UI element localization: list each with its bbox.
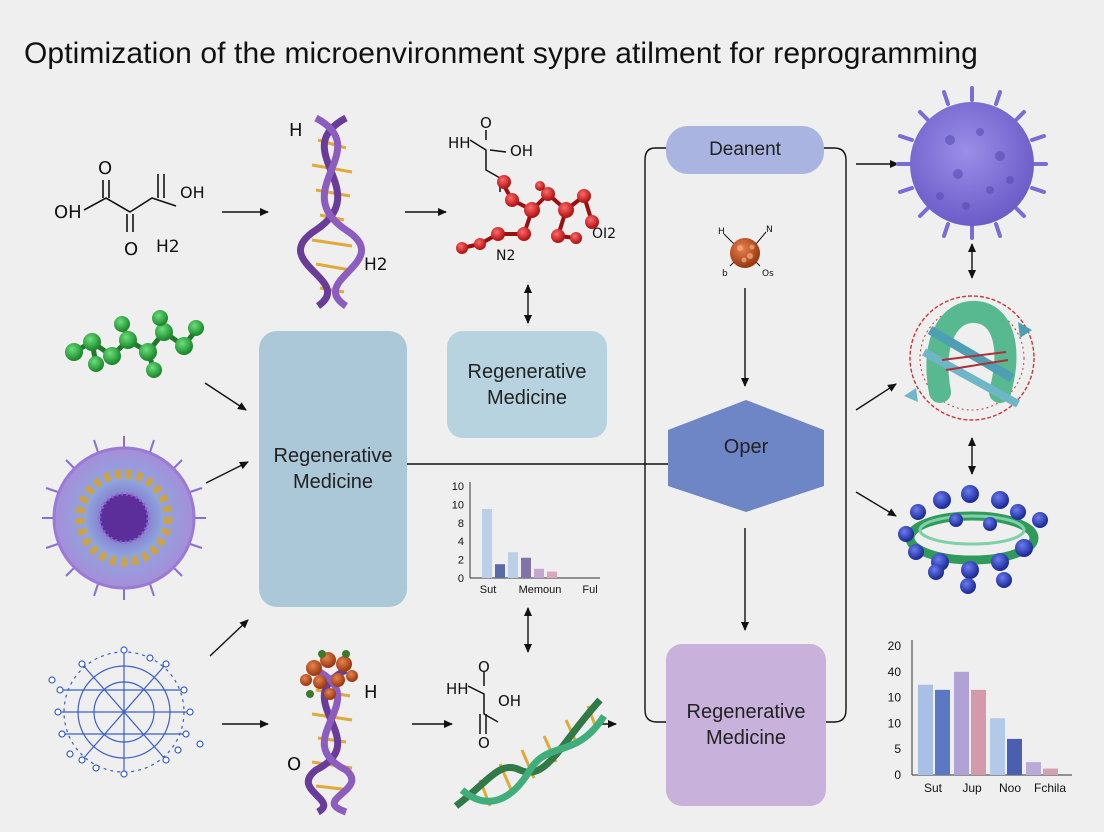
mol2-o: O: [480, 114, 492, 132]
chart2-bar: [954, 671, 969, 775]
flow-arrows: [204, 160, 976, 728]
chart1-category-label: Memoun: [519, 584, 562, 596]
virus-particle: [896, 86, 1048, 240]
chart2-category-label: Sut: [924, 781, 943, 795]
chart1-bar: [495, 564, 505, 578]
dna-helix-top: [297, 114, 365, 309]
chart1-ytick-label: 8: [458, 518, 464, 530]
regenerative-medicine-main-box: Regenerative Medicine: [259, 331, 407, 607]
molecule-structure-3: [467, 672, 499, 734]
chart2-bar: [935, 689, 950, 775]
mol2-hh: HH: [448, 134, 471, 152]
chart2-bar: [1007, 738, 1022, 775]
flow-bracket: [644, 147, 847, 723]
deanent-label: Deanent: [709, 139, 781, 160]
green-dna-helix: [453, 697, 607, 809]
small-n: N: [766, 225, 773, 235]
mol1-oh-left: OH: [54, 202, 82, 223]
regenerative-medicine-bottom-label: Regenerative Medicine: [686, 701, 806, 749]
chart1-ytick-label: 2: [458, 555, 464, 567]
dna2-o: O: [287, 754, 301, 775]
chart2-ytick-label: 0: [894, 768, 901, 782]
chart2-ytick-label: 10: [888, 691, 902, 705]
dna1-h: H: [289, 120, 303, 141]
mol2-oh: OH: [510, 142, 533, 160]
oper-hexagon: [668, 400, 824, 512]
chart2-ytick-label: 40: [888, 665, 902, 679]
mol1-o-bottom: O: [124, 239, 138, 260]
chart1-bar: [508, 552, 518, 578]
regenerative-medicine-top-box: Regenerative Medicine: [447, 331, 607, 438]
green-chain-molecule: [65, 310, 204, 378]
regenerative-medicine-bottom-box: Regenerative Medicine: [666, 644, 826, 806]
chart1-ytick-label: 10: [452, 481, 464, 493]
chart2-category-label: Jup: [962, 781, 982, 795]
molecule-structure-2: [456, 130, 599, 254]
small-nanoparticle: [723, 231, 767, 268]
dna2-h: H: [364, 682, 378, 703]
mol1-oh-right: OH: [180, 183, 205, 202]
regenerative-medicine-top-label: Regenerative Medicine: [467, 360, 587, 409]
bar-chart-small: 10 10 8 4 2 0 Sut Memoun Ful: [452, 481, 600, 596]
dna1-h2: H2: [364, 255, 388, 275]
mol1-o-top: O: [98, 158, 112, 179]
protein-structure: [904, 295, 1035, 421]
chart2-category-label: Noo: [999, 781, 1021, 795]
chart2-bar: [971, 689, 986, 775]
oper-label: Oper: [723, 436, 769, 458]
chart2-ytick-label: 10: [888, 716, 902, 730]
page-title: Optimization of the microenvironment syp…: [24, 37, 978, 70]
chart2-ytick-label: 20: [888, 639, 902, 653]
mol3-hh: HH: [446, 680, 469, 698]
mol3-o-top: O: [478, 658, 490, 676]
mol3-oh: OH: [498, 692, 521, 710]
chart2-bar: [990, 718, 1005, 775]
regenerative-medicine-main-label: Regenerative Medicine: [273, 445, 393, 493]
deanent-box: Deanent: [666, 126, 824, 174]
small-b: b: [722, 269, 728, 279]
chart1-bar: [482, 509, 492, 578]
chart2-category-label: Fchila: [1034, 781, 1066, 795]
chart1-category-label: Ful: [582, 584, 597, 596]
chart1-ytick-label: 4: [458, 536, 464, 548]
mol2-oi2: OI2: [592, 226, 616, 242]
bar-chart-large: 20 40 10 10 5 0 Sut Jup Noo Fchila: [888, 639, 1072, 795]
small-os: Os: [762, 269, 774, 279]
mol3-o-bottom: O: [478, 734, 490, 752]
chart2-bar: [1026, 762, 1041, 775]
chart1-category-label: Sut: [480, 584, 497, 596]
nanoparticle-ring: [898, 485, 1048, 594]
small-h: H: [718, 227, 725, 237]
chart1-bar: [534, 568, 544, 578]
chart1-ytick-label: 0: [458, 573, 464, 585]
mol2-n2: N2: [496, 248, 515, 264]
chart2-ytick-label: 5: [894, 742, 901, 756]
molecule-structure-1: [83, 174, 177, 232]
chart1-bar: [547, 571, 557, 578]
chart1-ytick-label: 10: [452, 499, 464, 511]
chart2-bar: [918, 684, 933, 775]
stem-cell: [42, 436, 206, 600]
network-diagram: [48, 646, 204, 778]
mol1-h2: H2: [156, 237, 180, 257]
dna-helix-bottom: [300, 650, 358, 816]
chart2-bar: [1043, 768, 1058, 775]
chart1-bar: [521, 557, 531, 578]
